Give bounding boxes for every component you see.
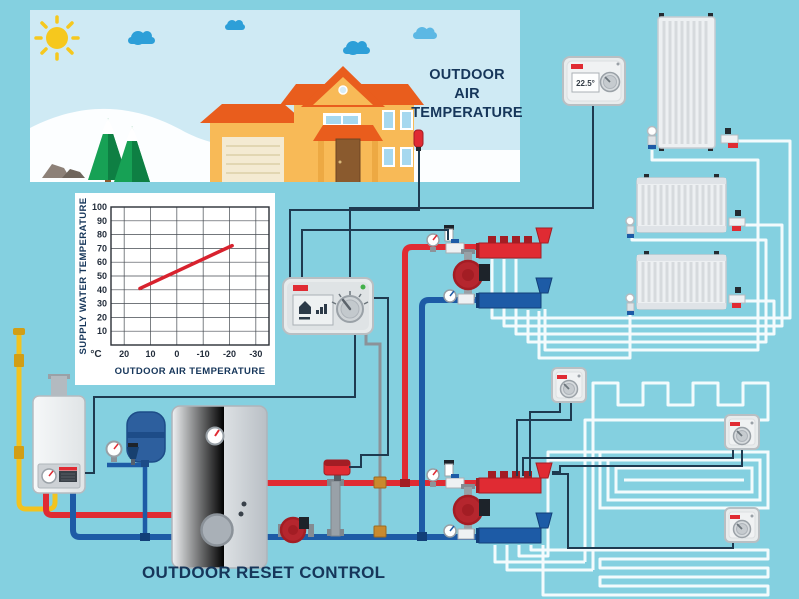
radiator-panel-2 xyxy=(625,251,746,315)
radiator-valve xyxy=(646,125,658,137)
outdoor-reset-control-label: OUTDOOR RESET CONTROL xyxy=(142,563,386,582)
chart-y-tick-label: 100 xyxy=(92,202,107,212)
supply-pipes xyxy=(43,244,479,518)
thermostatic-valve xyxy=(720,134,739,144)
label-line: TEMPERATURE xyxy=(411,105,523,122)
thermostat-screen xyxy=(571,72,600,93)
status-led xyxy=(360,284,366,290)
label-line: OUTDOOR xyxy=(429,67,505,83)
manifold-group-radiators xyxy=(425,223,554,310)
chart-y-tick-label: 40 xyxy=(97,285,107,295)
wall-thermostat: 22.5° xyxy=(562,56,626,106)
chart-y-tick-label: 70 xyxy=(97,243,107,253)
chart-x-tick-label: -30 xyxy=(249,349,262,359)
chart-y-tick-label: 90 xyxy=(97,216,107,226)
house-icon xyxy=(299,301,311,314)
radiator-valve xyxy=(625,216,635,226)
floor-heating-loops xyxy=(493,381,770,597)
chart-y-axis-label: SUPPLY WATER TEMPERATURE xyxy=(78,197,89,354)
wiring xyxy=(85,106,743,549)
chart-series-line xyxy=(138,243,234,291)
brand-badge xyxy=(293,285,308,291)
floor-loop-spiral xyxy=(517,450,770,558)
gas-pipe xyxy=(13,328,58,512)
chart-y-tick-label: 10 xyxy=(97,326,107,336)
outdoor-scene: OUTDOOR AIR TEMPERATURE xyxy=(30,10,523,182)
thermostatic-valve xyxy=(728,294,746,304)
label-line: AIR xyxy=(454,86,480,103)
thermostat-display: 22.5° xyxy=(576,79,595,88)
brand-badge xyxy=(571,64,583,69)
radiator-panel-1 xyxy=(625,174,746,238)
floor-loop-serpentine xyxy=(529,545,770,597)
sensor-well xyxy=(364,334,387,538)
thermostatic-valve xyxy=(728,217,746,227)
pine-tree xyxy=(114,126,150,182)
floor-thermostat-3 xyxy=(724,507,760,543)
zone-valve xyxy=(323,459,351,537)
safety-valve xyxy=(127,447,139,459)
chart-x-tick-label: 0 xyxy=(174,349,179,359)
house-illustration xyxy=(200,66,424,182)
chart-x-tick-label: -20 xyxy=(223,349,236,359)
outdoor-scene-art xyxy=(30,10,520,182)
radiator-valve xyxy=(625,293,635,303)
manifold-group-floor xyxy=(425,458,554,545)
chart-x-axis-label: OUTDOOR AIR TEMPERATURE xyxy=(115,366,266,377)
chart-x-tick-label: -10 xyxy=(197,349,210,359)
floor-loop-comb xyxy=(583,381,770,570)
sun-icon xyxy=(34,15,80,61)
cloud-icon xyxy=(413,27,437,39)
buffer-tank xyxy=(171,405,268,569)
radiator-vertical xyxy=(646,13,739,151)
rock xyxy=(42,164,70,178)
rock xyxy=(62,169,85,178)
chart-plot-border xyxy=(110,206,270,346)
chart-y-tick-label: 30 xyxy=(97,299,107,309)
tank-flange xyxy=(200,513,234,547)
bar-chart-icon xyxy=(316,310,319,314)
reset-control-unit xyxy=(282,277,374,335)
chart-x-tick-label: 10 xyxy=(145,349,155,359)
chart-y-tick-label: 60 xyxy=(97,257,107,267)
round-window xyxy=(338,85,348,95)
chart-y-tick-label: 50 xyxy=(97,271,107,281)
chart-unit-label: °C xyxy=(90,349,101,360)
chart-y-tick-label: 20 xyxy=(97,312,107,322)
circulation-pump-return xyxy=(278,516,314,544)
boiler xyxy=(32,374,86,494)
gas-valve xyxy=(13,328,25,335)
outdoor-temperature-sensor xyxy=(413,129,424,151)
floor-thermostat-2 xyxy=(724,414,760,450)
outdoor-air-temperature-label: OUTDOOR AIR TEMPERATURE xyxy=(408,66,526,123)
floor-thermostat-1 xyxy=(551,367,587,403)
chart-y-tick-label: 80 xyxy=(97,230,107,240)
chart-x-tick-label: 20 xyxy=(119,349,129,359)
cloud-icon xyxy=(128,20,370,55)
safety-group xyxy=(105,440,139,465)
